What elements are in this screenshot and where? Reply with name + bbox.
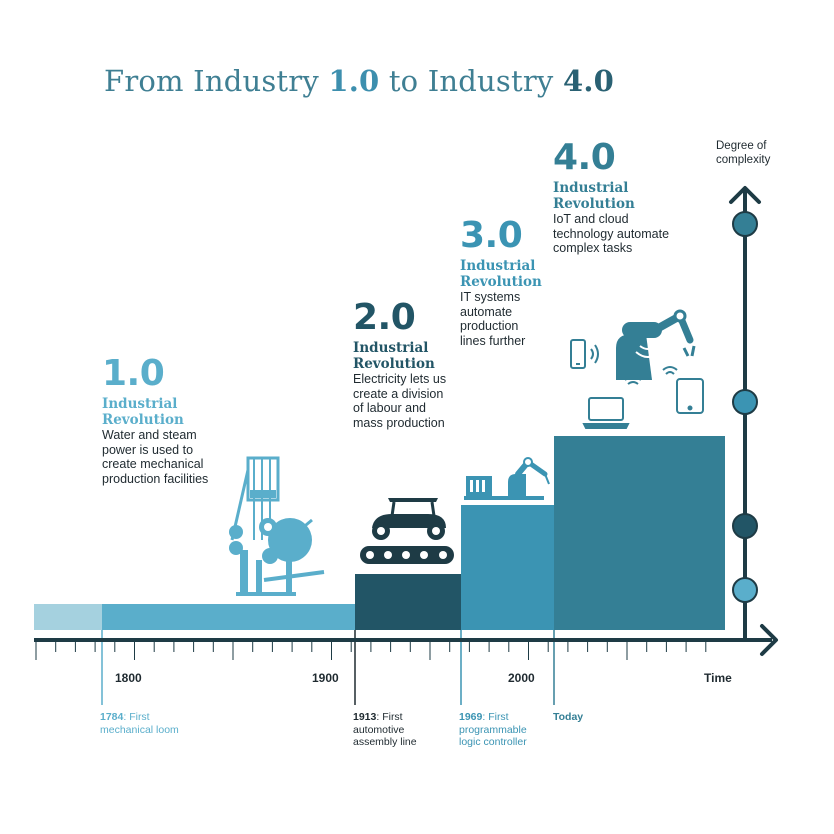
robot-arm-icon (508, 457, 550, 496)
event-1913: 1913: First automotive assembly line (353, 711, 417, 749)
event-today: Today (553, 711, 583, 724)
year-label-1900: 1900 (312, 671, 339, 685)
level-marker-3 (732, 389, 758, 415)
revolution-3: 3.0 Industrial Revolution IT systems aut… (460, 218, 555, 348)
smartphone-icon (570, 339, 586, 369)
level-marker-1 (732, 577, 758, 603)
event-1784-year: 1784 (100, 711, 124, 723)
x-axis-ticks (35, 642, 707, 660)
revolution-4-description: IoT and cloud technology automate comple… (553, 212, 670, 255)
x-axis (34, 624, 778, 660)
y-axis (729, 186, 761, 640)
event-1913-text: : First automotive assembly line (353, 711, 417, 748)
event-1784: 1784: First mechanical loom (100, 711, 179, 736)
title-version-1: 1.0 (328, 64, 380, 98)
revolution-4: 4.0 Industrial Revolution IoT and cloud … (553, 140, 703, 256)
revolution-1-heading: Industrial Revolution (102, 396, 184, 428)
revolution-4-number: 4.0 (553, 137, 616, 178)
page-title: From Industry 1.0 to Industry 4.0 (104, 64, 614, 98)
x-axis-arrow-icon (760, 624, 778, 656)
event-1969-text: : First programmable logic controller (459, 711, 527, 748)
event-1784-text: : First mechanical loom (100, 711, 179, 736)
year-label-1800: 1800 (115, 671, 142, 685)
revolution-3-description: IT systems automate production lines fur… (460, 290, 526, 348)
steam-engine-icon (229, 456, 325, 596)
x-axis-label: Time (704, 671, 732, 685)
event-1913-year: 1913 (353, 711, 377, 723)
revolution-1-number: 1.0 (102, 353, 165, 394)
industrial-robot-icon (616, 309, 696, 380)
revolution-3-number: 3.0 (460, 215, 523, 256)
y-axis-arrow-icon (729, 186, 761, 204)
revolution-1: 1.0 Industrial Revolution Water and stea… (102, 356, 262, 486)
title-version-4: 4.0 (562, 64, 614, 98)
computer-icon (464, 476, 544, 500)
pre-industrial-bar (34, 604, 102, 630)
revolution-2-bar (355, 574, 461, 630)
event-1969-year: 1969 (459, 711, 483, 723)
revolution-2-heading: Industrial Revolution (353, 340, 435, 372)
level-marker-4 (732, 211, 758, 237)
event-1969: 1969: First programmable logic controlle… (459, 711, 527, 749)
y-axis-label: Degree of complexity (716, 140, 771, 166)
event-today-year: Today (553, 711, 584, 723)
revolution-4-heading: Industrial Revolution (553, 180, 635, 212)
revolution-2-description: Electricity lets us create a division of… (353, 372, 447, 430)
revolution-3-heading: Industrial Revolution (460, 258, 542, 290)
vintage-car-icon (372, 498, 446, 540)
revolution-2-number: 2.0 (353, 297, 416, 338)
revolution-1-description: Water and steam power is used to create … (102, 428, 209, 486)
laptop-icon (582, 397, 630, 429)
tablet-icon (676, 378, 704, 414)
conveyor-belt-icon (360, 546, 454, 564)
revolution-1-bar (102, 604, 355, 630)
year-label-2000: 2000 (508, 671, 535, 685)
level-marker-2 (732, 513, 758, 539)
revolution-4-bar (554, 436, 725, 630)
title-middle: to Industry (379, 64, 563, 98)
revolution-3-bar (461, 505, 554, 630)
title-prefix: From Industry (104, 64, 329, 98)
revolution-2: 2.0 Industrial Revolution Electricity le… (353, 300, 483, 430)
